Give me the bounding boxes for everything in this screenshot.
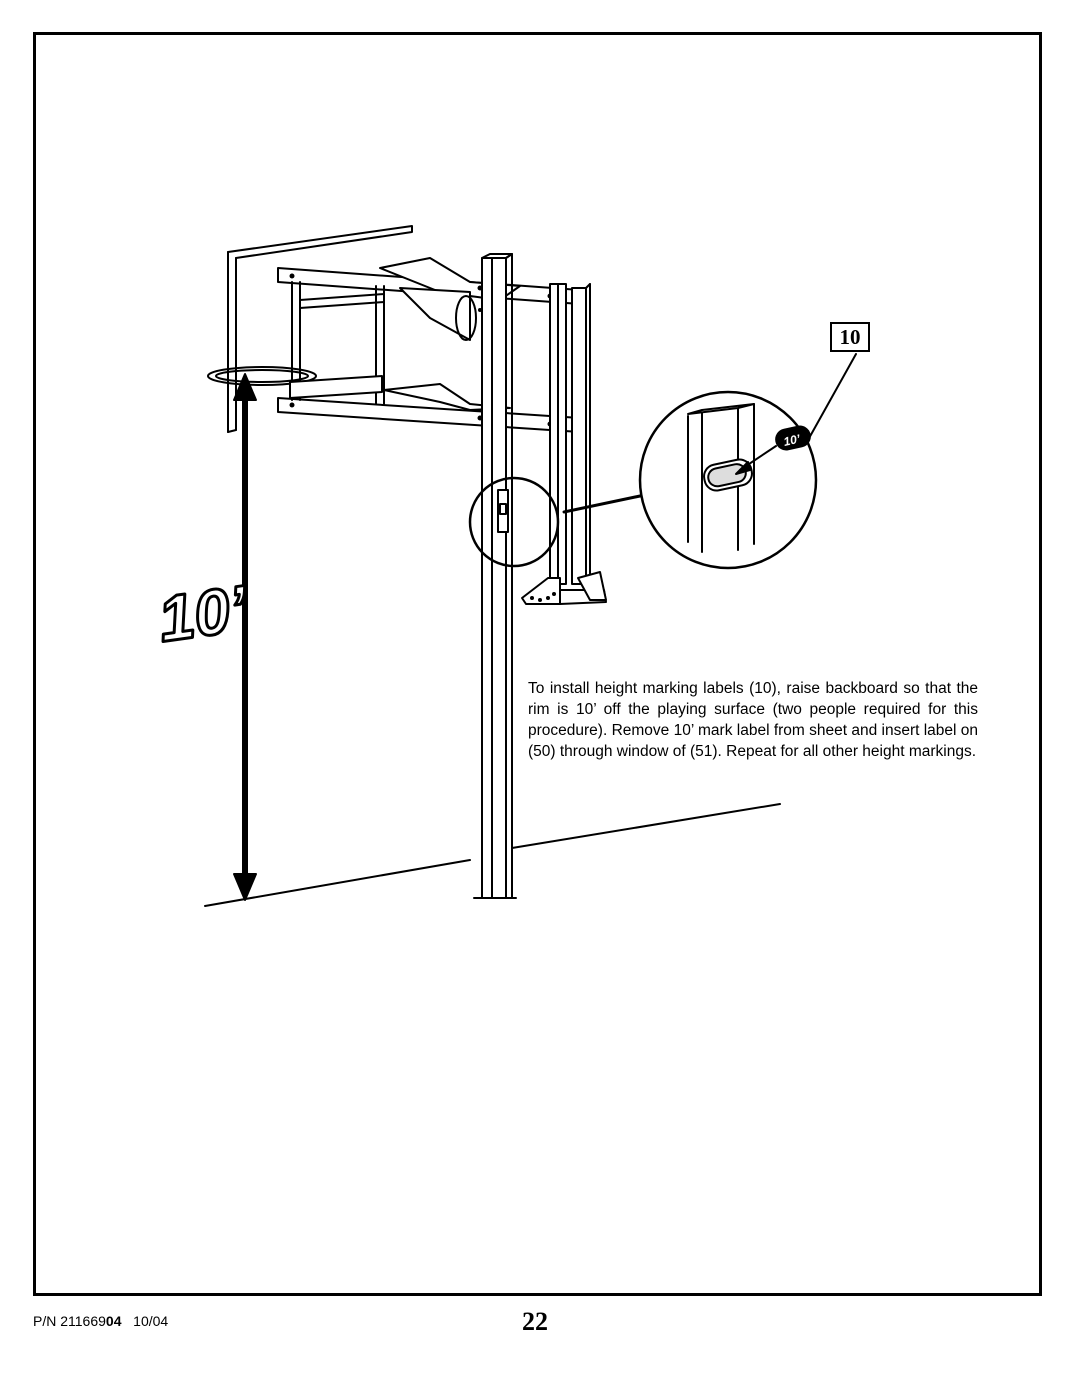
instruction-text: To install height marking labels (10), r… bbox=[528, 680, 979, 760]
callout-leader bbox=[807, 353, 857, 441]
extension-pole bbox=[549, 283, 591, 585]
page-frame bbox=[33, 32, 1042, 1296]
page-number: 22 bbox=[522, 1307, 548, 1336]
footer-date: 10/04 bbox=[133, 1313, 169, 1329]
detail-connector bbox=[562, 494, 642, 514]
backboard bbox=[227, 225, 413, 433]
height-arrow bbox=[233, 373, 257, 901]
pn-prefix: P/N 211669 bbox=[33, 1313, 106, 1329]
detail-circle-small bbox=[468, 476, 560, 568]
mounting-arms bbox=[277, 257, 581, 433]
pn-bold: 04 bbox=[105, 1313, 122, 1329]
detail-label-text: 10’ bbox=[782, 432, 802, 449]
ground-line bbox=[204, 803, 781, 907]
part-number-footer: P/N 21166904 10/04 bbox=[33, 1313, 168, 1329]
part-callout: 10 bbox=[830, 322, 870, 352]
pole-clamp bbox=[521, 571, 607, 605]
height-mark-text: 10’ bbox=[154, 572, 253, 656]
rim bbox=[207, 366, 317, 386]
detail-circle-large bbox=[638, 390, 818, 570]
main-pole bbox=[473, 253, 517, 899]
